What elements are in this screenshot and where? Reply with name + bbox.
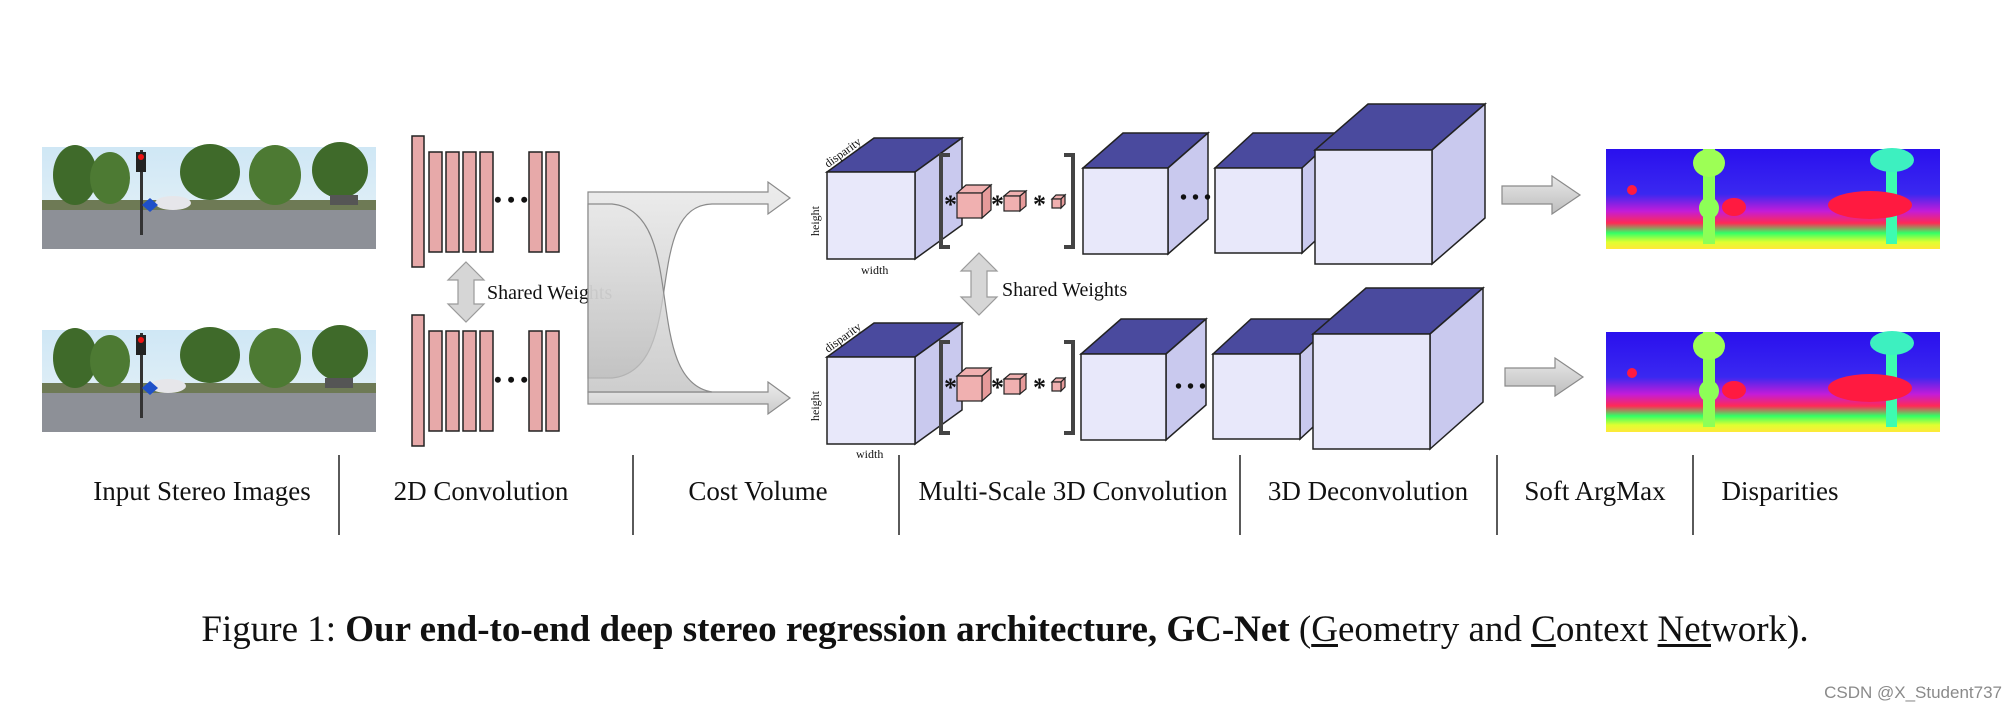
stage-label-cost-volume: Cost Volume: [688, 476, 828, 506]
axis-height-bottom: height: [808, 390, 822, 421]
shared-weights-arrow-2d: [446, 261, 486, 323]
conv2d-ellipsis-bottom: • • •: [494, 367, 528, 392]
bracket-right-bottom: [1064, 340, 1075, 435]
stage-label-soft-argmax: Soft ArgMax: [1524, 476, 1666, 506]
cost-volume-cube-bottom: [824, 321, 965, 446]
deconv-cube-large-top: [1312, 102, 1488, 266]
axis-width-bottom: width: [856, 447, 883, 461]
stage-label-disparities: Disparities: [1721, 476, 1839, 506]
disparity-map-top: [1606, 148, 1940, 249]
shared-weights-arrow-3d: [959, 252, 999, 316]
caption-g: G: [1311, 609, 1338, 650]
conv2d-ellipsis-top: • • •: [494, 187, 528, 212]
caption-g-rest: eometry and: [1337, 609, 1532, 650]
conv-symbol-bottom-2: *: [991, 373, 1004, 402]
stage-separators: [338, 455, 1694, 535]
soft-argmax-arrow-bottom: [1504, 356, 1585, 398]
conv3d-ellipsis-bottom: • • •: [1175, 376, 1206, 398]
bracket-left-bottom: [939, 340, 950, 435]
caption-prefix: Figure 1:: [201, 609, 346, 650]
caption-net-rest: work).: [1710, 609, 1809, 650]
deconv-cube-large-bottom: [1310, 286, 1486, 451]
shared-weights-label-3d: Shared Weights: [1002, 279, 1127, 301]
kernel-cubes-top: [955, 183, 1067, 220]
conv-symbol-top-2: *: [991, 190, 1004, 219]
stage-label-conv3d: Multi-Scale 3D Convolution: [918, 476, 1228, 506]
caption-c-rest: ontext: [1555, 609, 1658, 650]
watermark: CSDN @X_Student737: [1824, 683, 2002, 702]
axis-width-top: width: [861, 263, 888, 277]
caption-net: Net: [1657, 609, 1711, 650]
disparity-map-bottom: [1606, 331, 1940, 432]
conv3d-cube-bottom: [1079, 317, 1208, 442]
left-input-image: [42, 142, 376, 249]
conv-symbol-top-1: *: [944, 190, 957, 219]
conv2d-stack-top: [411, 135, 560, 268]
conv2d-stack-bottom: [411, 314, 560, 447]
stage-label-deconv3d: 3D Deconvolution: [1267, 476, 1469, 506]
shared-weights-label-2d: Shared Weights: [487, 282, 612, 304]
cost-volume-cube-top: [824, 136, 965, 261]
caption-open: (: [1289, 609, 1312, 650]
right-input-image: [42, 325, 376, 432]
caption-bold: Our end-to-end deep stereo regression ar…: [345, 609, 1290, 650]
conv-symbol-bottom-3: *: [1033, 373, 1046, 402]
conv3d-ellipsis-top: • • •: [1180, 187, 1211, 209]
axis-height-top: height: [808, 205, 822, 236]
conv-symbol-top-3: *: [1033, 190, 1046, 219]
cost-volume-arrows: [587, 180, 792, 416]
conv3d-cube-top: [1081, 131, 1210, 256]
bracket-left-top: [939, 153, 950, 249]
caption-c: C: [1531, 609, 1556, 650]
bracket-right-top: [1064, 153, 1075, 249]
soft-argmax-arrow-top: [1501, 174, 1582, 216]
figure-caption: Figure 1: Our end-to-end deep stereo reg…: [0, 608, 2010, 651]
conv-symbol-bottom-1: *: [944, 373, 957, 402]
stage-label-input: Input Stereo Images: [93, 476, 311, 506]
kernel-cubes-bottom: [955, 366, 1067, 403]
stage-label-conv2d: 2D Convolution: [393, 476, 569, 506]
